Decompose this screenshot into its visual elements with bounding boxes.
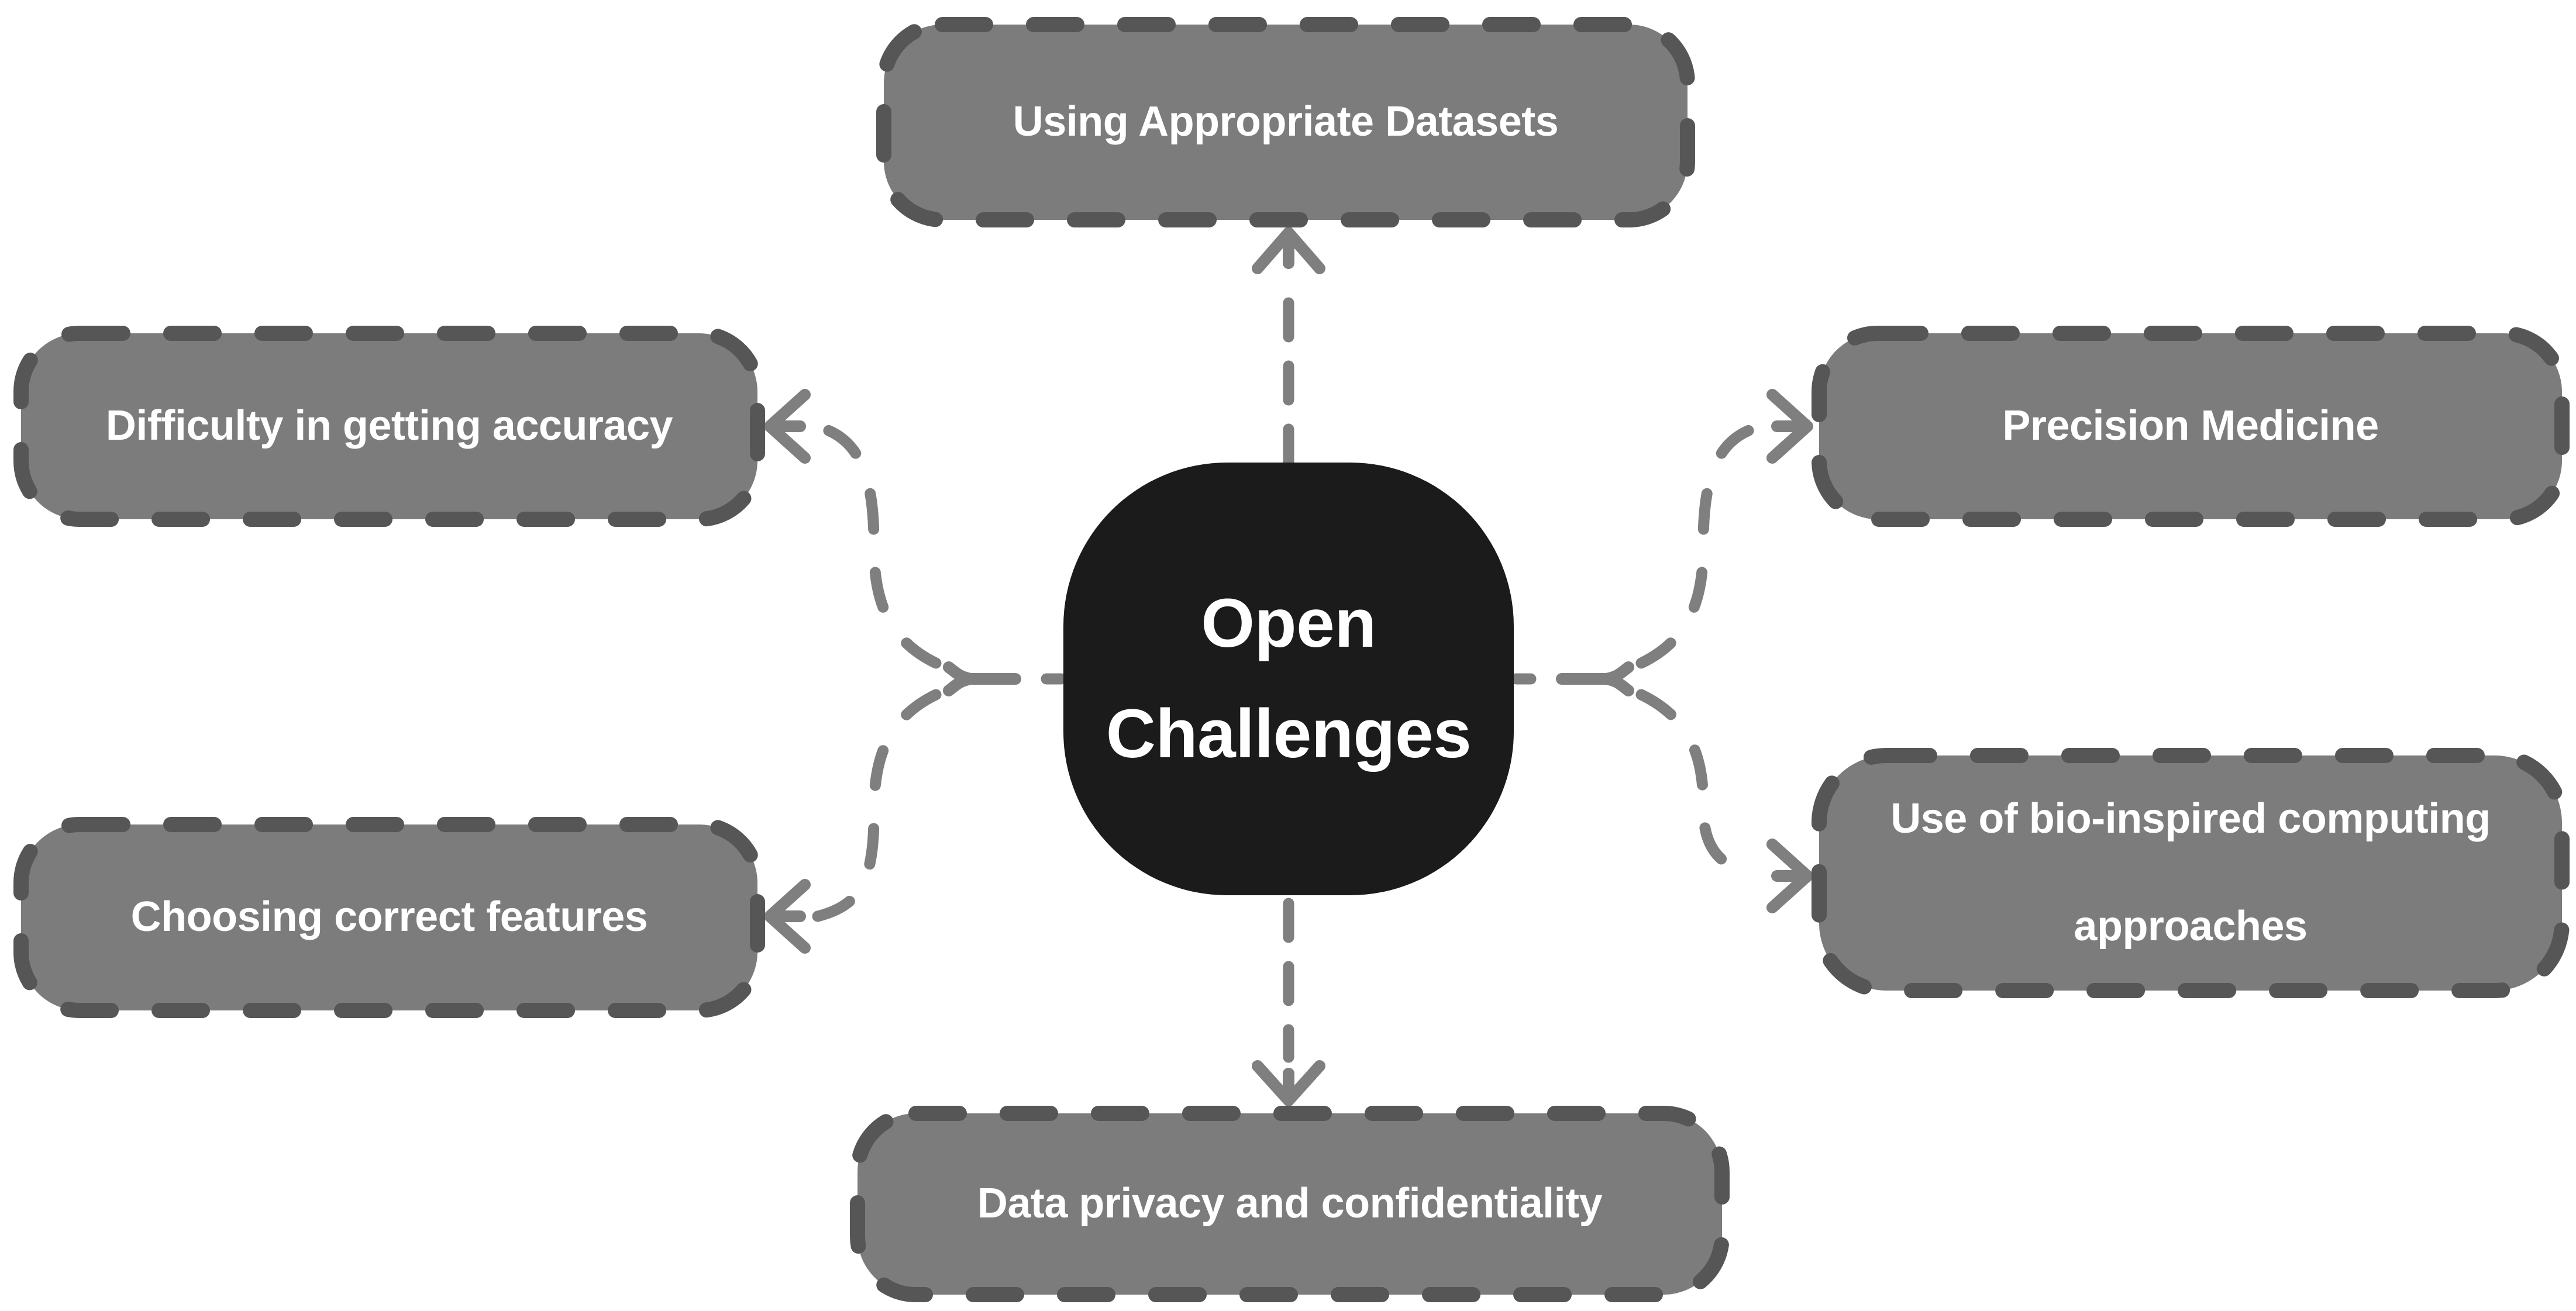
node-bottom-label: Data privacy and confidentiality	[977, 1180, 1603, 1227]
node-right-top-shape	[1812, 326, 2570, 527]
edge-trunk-left	[943, 661, 1067, 696]
node-top-shape	[876, 17, 1695, 227]
edge-center-to-top	[1252, 227, 1325, 469]
arrowhead-right-icon	[1766, 389, 1813, 464]
node-right-bottom-shape	[1812, 748, 2570, 998]
edge-curve-left-top	[812, 421, 942, 669]
edge-to-left-bottom	[764, 689, 942, 954]
node-left-bottom: Choosing correct features	[13, 816, 766, 1019]
edge-center-to-bottom	[1252, 898, 1325, 1106]
node-left-top-shape	[13, 326, 765, 527]
node-right-bottom-label: Use of bio-inspired computing approaches	[1890, 795, 2491, 950]
node-right-top-label: Precision Medicine	[2002, 402, 2379, 450]
edge-trunk-right	[1510, 661, 1634, 696]
arrowhead-left-icon	[764, 389, 811, 464]
node-top-label: Using Appropriate Datasets	[1013, 98, 1559, 146]
arrowhead-down-icon	[1252, 1060, 1325, 1106]
arrowhead-right-icon	[1766, 839, 1813, 913]
node-right-bottom: Use of bio-inspired computing approaches	[1811, 747, 2570, 999]
edge-curve-left-bottom	[812, 689, 942, 922]
node-top: Using Appropriate Datasets	[876, 16, 1696, 228]
fork-right-icon	[1556, 661, 1634, 696]
node-center-label: Open Challenges	[1106, 585, 1472, 772]
node-center-shape	[1063, 463, 1514, 895]
edge-to-right-top	[1635, 389, 1813, 669]
arrowhead-up-icon	[1252, 227, 1325, 274]
node-bottom-shape	[850, 1106, 1730, 1302]
edge-curve-right-bottom	[1635, 689, 1765, 882]
node-left-top-label: Difficulty in getting accuracy	[105, 402, 673, 450]
edge-curve-right-top	[1635, 421, 1765, 669]
node-left-top: Difficulty in getting accuracy	[13, 325, 766, 527]
node-center: Open Challenges	[1063, 463, 1514, 895]
edge-to-left-top	[764, 389, 942, 669]
node-bottom: Data privacy and confidentiality	[849, 1105, 1730, 1303]
edge-to-right-bottom	[1635, 689, 1813, 913]
node-left-bottom-label: Choosing correct features	[130, 893, 648, 941]
node-left-bottom-shape	[13, 817, 765, 1018]
arrowhead-left-icon	[764, 879, 811, 954]
node-right-top: Precision Medicine	[1811, 325, 2570, 527]
fork-left-icon	[943, 661, 1021, 696]
